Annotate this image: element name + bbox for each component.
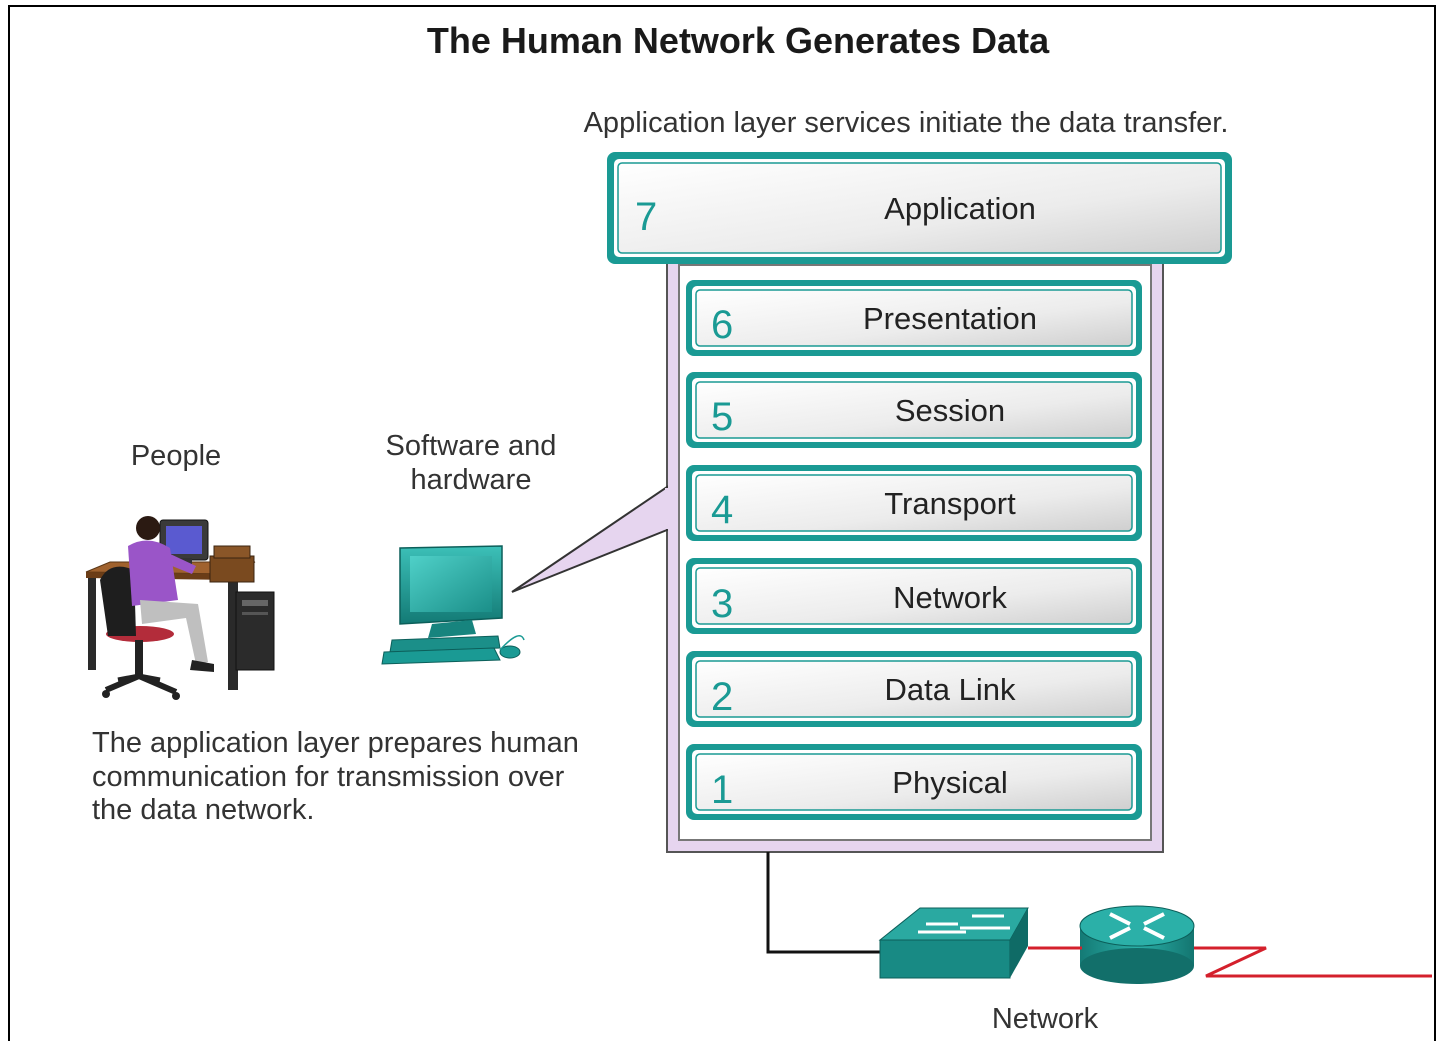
software-label-line-1: Software and [386,430,557,462]
description-line-2: communication for transmission over [92,761,565,793]
layer-name: Session [895,393,1005,428]
layer-name: Data Link [885,672,1016,707]
layer-name: Presentation [863,301,1037,336]
layer-number: 7 [635,195,657,239]
layer-number: 2 [711,675,733,719]
network-cable [766,852,884,954]
layer-7-application: 7 Application [607,152,1232,264]
computer-icon [381,545,525,665]
layer-name: Physical [892,765,1007,800]
person-at-desk-icon [85,516,275,700]
layer-5-session: 5 Session [686,372,1142,448]
layer-6-presentation: 6 Presentation [686,280,1142,356]
layer-name: Application [884,191,1036,226]
layer-2-data-link: 2 Data Link [686,651,1142,727]
layer-name: Transport [884,486,1016,521]
layer-number: 3 [711,582,733,626]
serial-wan-link [1194,946,1432,978]
switch-icon [878,907,1029,979]
router-icon [1079,905,1195,984]
layer-4-transport: 4 Transport [686,465,1142,541]
callout-pointer [511,485,668,593]
diagram-title: The Human Network Generates Data [427,20,1050,61]
network-label: Network [992,1003,1099,1035]
people-label: People [131,440,221,472]
layer-number: 4 [711,488,733,532]
top-caption: Application layer services initiate the … [584,107,1229,139]
layer-1-physical: 1 Physical [686,744,1142,820]
layer-number: 1 [711,768,733,812]
layer-number: 6 [711,303,733,347]
layer-3-network: 3 Network [686,558,1142,634]
description-line-1: The application layer prepares human [92,727,579,759]
software-label-line-2: hardware [411,464,532,496]
layer-name: Network [893,580,1007,615]
diagram-frame [8,5,1436,1041]
layer-number: 5 [711,395,733,439]
description-line-3: the data network. [92,794,314,826]
